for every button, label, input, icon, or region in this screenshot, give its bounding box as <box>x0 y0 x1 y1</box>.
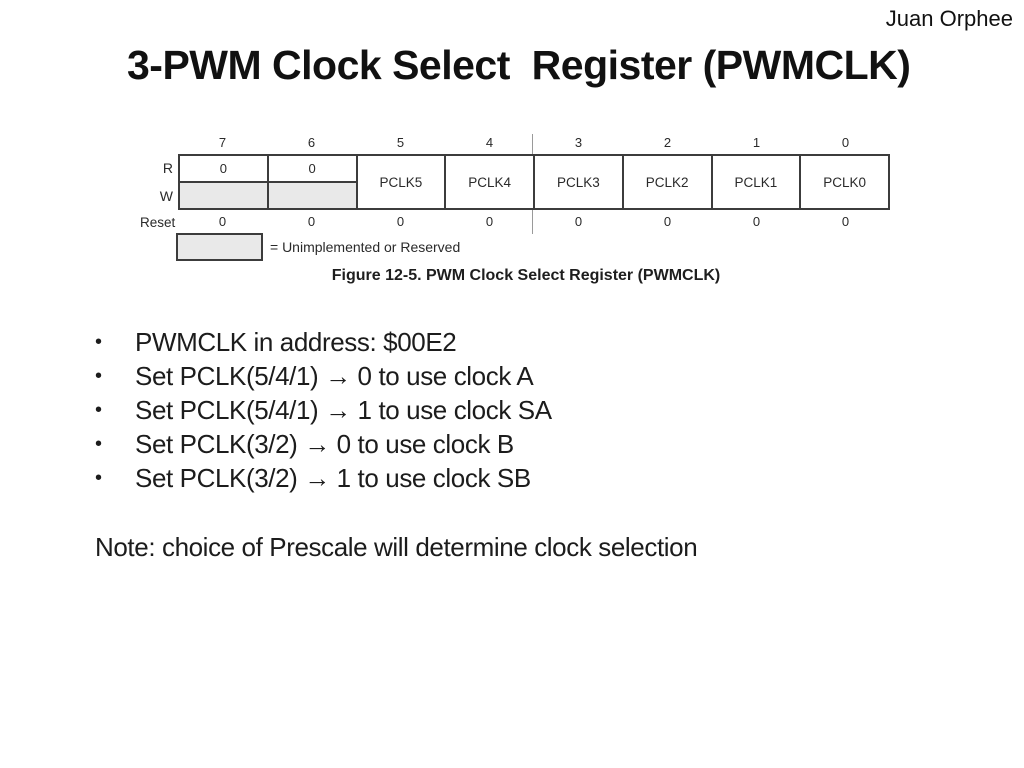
reset-value: 0 <box>574 214 583 229</box>
write-row-label: W <box>159 188 173 204</box>
bullet-item: • Set PCLK(5/4/1) → 1 to use clock SA <box>95 393 552 427</box>
bit-number: 5 <box>396 135 405 150</box>
read-value-bit7: 0 <box>180 156 267 183</box>
register-field-pclk3: PCLK3 <box>533 156 622 208</box>
bit-number: 4 <box>485 135 494 150</box>
bullet-marker: • <box>95 364 102 387</box>
bit-number: 7 <box>218 135 227 150</box>
bit-number: 6 <box>307 135 316 150</box>
reset-value: 0 <box>396 214 405 229</box>
read-row-label: R <box>162 160 173 176</box>
register-field-pclk4: PCLK4 <box>444 156 533 208</box>
read-value-bit6: 0 <box>268 156 356 183</box>
bullet-item: • Set PCLK(5/4/1) → 0 to use clock A <box>95 359 552 393</box>
bullet-text: PWMCLK in address: $00E2 <box>135 326 457 357</box>
bullet-text: Set PCLK(3/2) → 1 to use clock SB <box>135 462 531 493</box>
bit-number: 0 <box>841 135 850 150</box>
legend: = Unimplemented or Reserved <box>176 233 460 261</box>
reset-value: 0 <box>841 214 850 229</box>
bullet-marker: • <box>95 330 102 353</box>
reset-values-row: 0 0 0 0 0 0 0 0 <box>178 214 890 229</box>
figure-caption: Figure 12-5. PWM Clock Select Register (… <box>331 267 721 284</box>
register-field-pclk5: PCLK5 <box>355 156 445 208</box>
register-cell-bit6: 0 <box>266 156 356 208</box>
bullet-text: Set PCLK(5/4/1) → 1 to use clock SA <box>135 394 552 425</box>
register-table: 0 0 PCLK5 PCLK4 PCLK3 PCLK2 PCLK1 PCLK0 <box>178 154 890 210</box>
register-diagram: 7 6 5 4 3 2 1 0 R W Reset 0 0 PCLK5 PCLK… <box>140 133 912 291</box>
bullet-marker: • <box>95 398 102 421</box>
bullet-item: • PWMCLK in address: $00E2 <box>95 325 552 359</box>
bullet-marker: • <box>95 432 102 455</box>
note-text: Note: choice of Prescale will determine … <box>95 532 698 562</box>
reserved-swatch <box>176 233 263 261</box>
register-field-pclk1: PCLK1 <box>710 156 800 208</box>
reset-value: 0 <box>485 214 494 229</box>
bullet-item: • Set PCLK(3/2) → 0 to use clock B <box>95 427 552 461</box>
bit-number: 3 <box>574 135 583 150</box>
author-name: Juan Orphee <box>885 6 1013 31</box>
bit-number: 2 <box>663 135 672 150</box>
bullet-list: • PWMCLK in address: $00E2 • Set PCLK(5/… <box>95 325 552 495</box>
reset-value: 0 <box>663 214 672 229</box>
bullet-text: Set PCLK(5/4/1) → 0 to use clock A <box>135 360 534 391</box>
reset-value: 0 <box>307 214 316 229</box>
register-field-pclk0: PCLK0 <box>799 156 888 208</box>
bit-number: 1 <box>752 135 761 150</box>
bit-number-row: 7 6 5 4 3 2 1 0 <box>178 135 890 150</box>
bullet-item: • Set PCLK(3/2) → 1 to use clock SB <box>95 461 552 495</box>
register-cell-bit7: 0 <box>180 156 267 208</box>
reserved-write-bit6 <box>268 183 356 208</box>
reserved-write-bit7 <box>180 183 267 208</box>
legend-text: = Unimplemented or Reserved <box>270 239 461 255</box>
bullet-text: Set PCLK(3/2) → 0 to use clock B <box>135 428 514 459</box>
reset-value: 0 <box>752 214 761 229</box>
reset-row-label: Reset <box>140 215 176 230</box>
reset-value: 0 <box>218 214 227 229</box>
bullet-marker: • <box>95 466 102 489</box>
slide-title: 3-PWM Clock Select Register (PWMCLK) <box>127 42 911 88</box>
register-field-pclk2: PCLK2 <box>621 156 711 208</box>
